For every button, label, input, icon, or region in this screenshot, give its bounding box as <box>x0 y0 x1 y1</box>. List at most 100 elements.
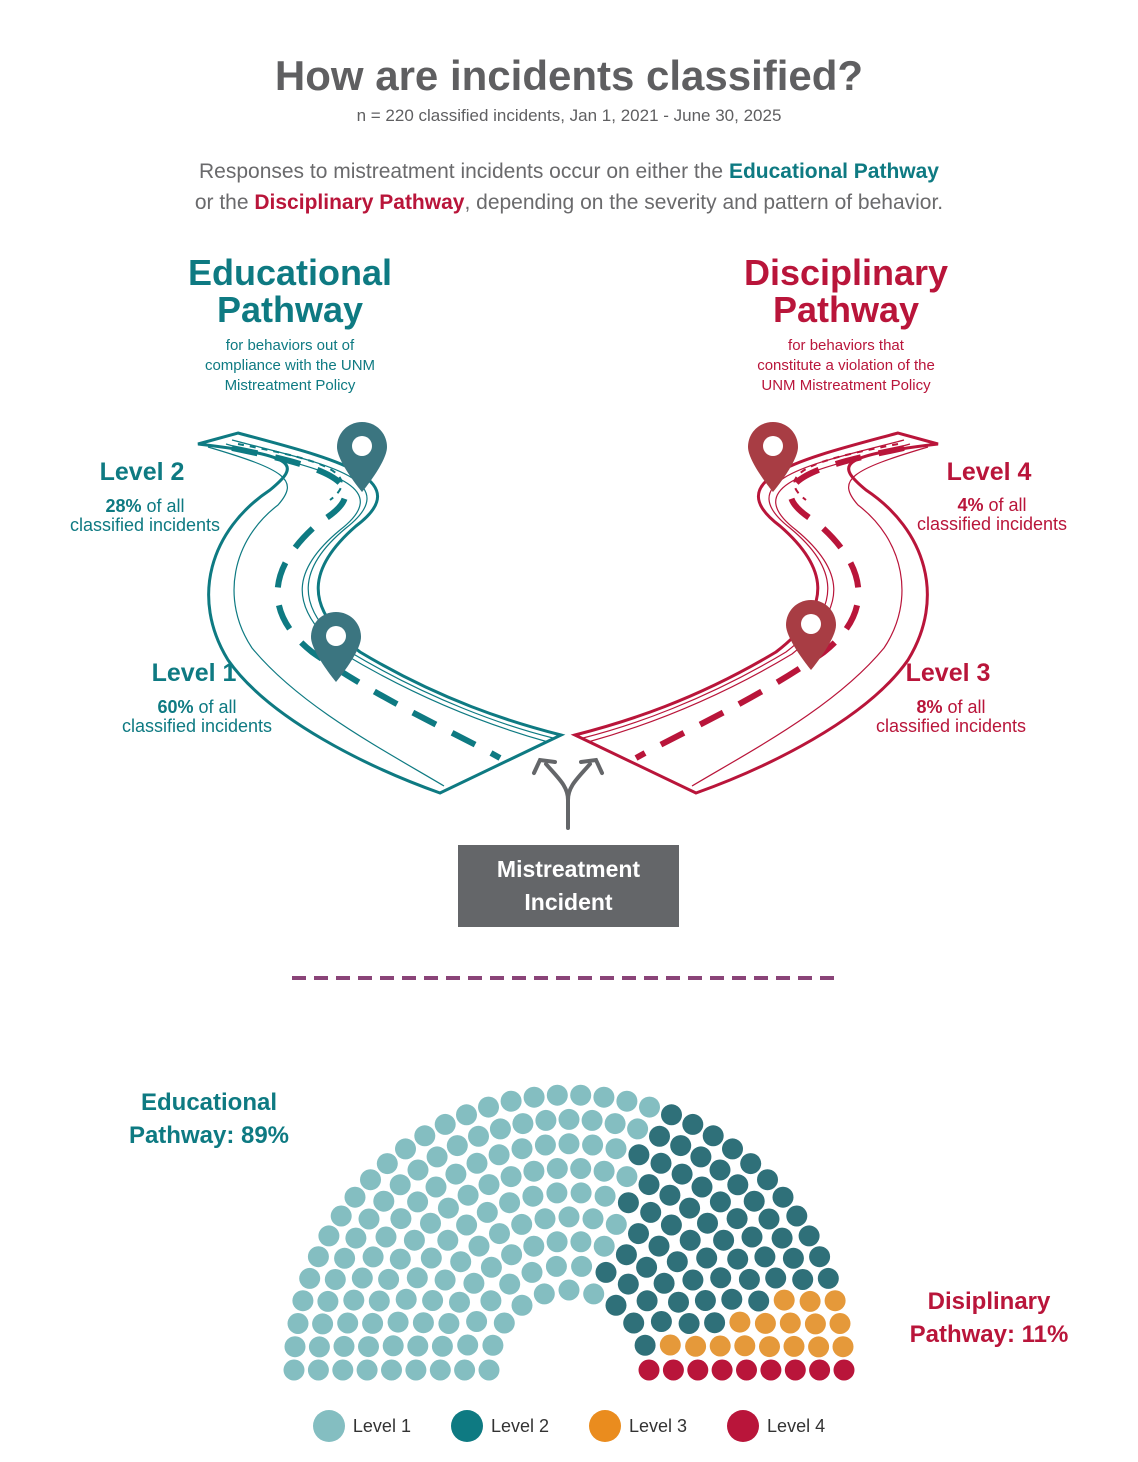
level1-line2: classified incidents <box>121 716 273 736</box>
seat-level2 <box>696 1247 718 1269</box>
seat-level1 <box>468 1125 489 1147</box>
level3-line2: classified incidents <box>875 716 1027 736</box>
disciplinary-desc-line2: constitute a violation of the <box>757 357 935 374</box>
educational-road-dash-bold <box>231 445 502 761</box>
seat-level1 <box>450 1251 472 1273</box>
seat-level1 <box>493 1312 515 1334</box>
disciplinary-share-label: Disiplinary Pathway: 11% <box>879 1285 1099 1351</box>
seat-level1 <box>523 1235 545 1257</box>
seat-level1 <box>375 1226 397 1248</box>
seat-level2 <box>659 1184 681 1206</box>
seat-level1 <box>412 1312 434 1334</box>
seat-level1 <box>639 1096 660 1118</box>
seat-level1 <box>351 1267 373 1289</box>
seat-level3 <box>799 1290 821 1312</box>
page-title: How are incidents classified? <box>274 52 864 99</box>
seat-level1 <box>594 1185 616 1207</box>
seat-level1 <box>445 1163 467 1185</box>
seat-level1 <box>558 1133 580 1155</box>
seat-level2 <box>727 1248 749 1270</box>
seat-level1 <box>489 1118 511 1140</box>
level1-share: 60% of all classified incidents <box>77 698 317 736</box>
seat-level1 <box>499 1273 521 1295</box>
seat-level3 <box>709 1335 731 1357</box>
seat-level1 <box>456 1214 478 1236</box>
seat-level2 <box>772 1186 794 1208</box>
seat-level1 <box>488 1144 510 1166</box>
seat-level3 <box>729 1311 751 1333</box>
seat-level1 <box>407 1191 429 1213</box>
disciplinary-road <box>570 431 939 795</box>
seat-level3 <box>832 1336 854 1358</box>
level2-name: Level 2 <box>99 458 185 486</box>
seat-level1 <box>468 1235 490 1257</box>
seat-level2 <box>690 1146 712 1168</box>
seat-level1 <box>546 1231 568 1253</box>
seat-level1 <box>405 1359 427 1381</box>
level2-pin-icon <box>337 422 387 492</box>
seat-level2 <box>694 1290 716 1311</box>
seat-level1 <box>499 1192 521 1214</box>
intro-educational: Educational Pathway <box>728 160 939 183</box>
seat-level1 <box>500 1166 522 1188</box>
seat-level1 <box>534 1208 556 1230</box>
level4-line2: classified incidents <box>916 514 1068 534</box>
seat-level1 <box>287 1313 309 1334</box>
seat-level1 <box>478 1096 499 1118</box>
disciplinary-title-line2: Pathway <box>772 289 920 330</box>
seat-level1 <box>333 1335 355 1357</box>
seat-level1 <box>558 1206 580 1228</box>
disciplinary-title-line1: Disciplinary <box>743 252 949 293</box>
seat-level2 <box>713 1229 735 1251</box>
seat-level2 <box>754 1246 776 1268</box>
seat-level1 <box>387 1311 409 1333</box>
seat-level1 <box>381 1359 402 1381</box>
seat-level1 <box>593 1086 615 1108</box>
seat-level1 <box>581 1109 603 1131</box>
seat-level1 <box>337 1312 359 1334</box>
seat-level1 <box>616 1090 638 1112</box>
seat-level1 <box>406 1267 428 1289</box>
seat-level1 <box>344 1186 366 1208</box>
seat-level2 <box>798 1225 820 1247</box>
seat-level2 <box>691 1176 713 1198</box>
seat-level2 <box>615 1244 637 1266</box>
legend-label-level4: Level 4 <box>767 1415 826 1436</box>
seat-level1 <box>307 1246 329 1268</box>
seat-level2 <box>595 1261 617 1283</box>
level4-pct: 4% <box>957 495 984 515</box>
seat-level2 <box>758 1208 780 1230</box>
level1-pct-text: of all <box>193 697 237 717</box>
legend-swatch-level2 <box>450 1410 483 1442</box>
seat-level1 <box>511 1138 533 1160</box>
educational-road-edge-1 <box>231 439 554 739</box>
seat-level2 <box>671 1163 693 1185</box>
seat-level1 <box>431 1335 453 1357</box>
seat-level3 <box>759 1336 780 1358</box>
seat-level2 <box>740 1153 762 1175</box>
seat-level3 <box>779 1312 801 1334</box>
seat-level1 <box>360 1169 381 1191</box>
seat-level1 <box>480 1290 502 1312</box>
seat-level4 <box>687 1359 709 1381</box>
seat-level1 <box>362 1312 384 1334</box>
level4-pct-text: of all <box>983 495 1027 515</box>
intro-part3: , depending on the severity and pattern … <box>464 191 944 214</box>
seat-level1 <box>593 1160 615 1182</box>
seat-level2 <box>726 1208 748 1230</box>
seat-level4 <box>833 1359 855 1381</box>
seat-level1 <box>358 1336 379 1358</box>
seat-level2 <box>792 1269 814 1290</box>
seat-level1 <box>438 1313 460 1334</box>
seat-level1 <box>376 1153 398 1175</box>
seat-level1 <box>378 1268 400 1290</box>
seat-level1 <box>570 1084 592 1106</box>
level3-share: 8% of all classified incidents <box>831 698 1071 736</box>
seat-level2 <box>666 1251 688 1273</box>
seat-level1 <box>500 1090 522 1112</box>
seat-level1 <box>434 1113 456 1135</box>
seat-level2 <box>679 1229 701 1251</box>
seat-level1 <box>522 1185 544 1207</box>
educational-share-label: Educational Pathway: 89% <box>99 1086 319 1152</box>
seat-level1 <box>414 1125 436 1147</box>
